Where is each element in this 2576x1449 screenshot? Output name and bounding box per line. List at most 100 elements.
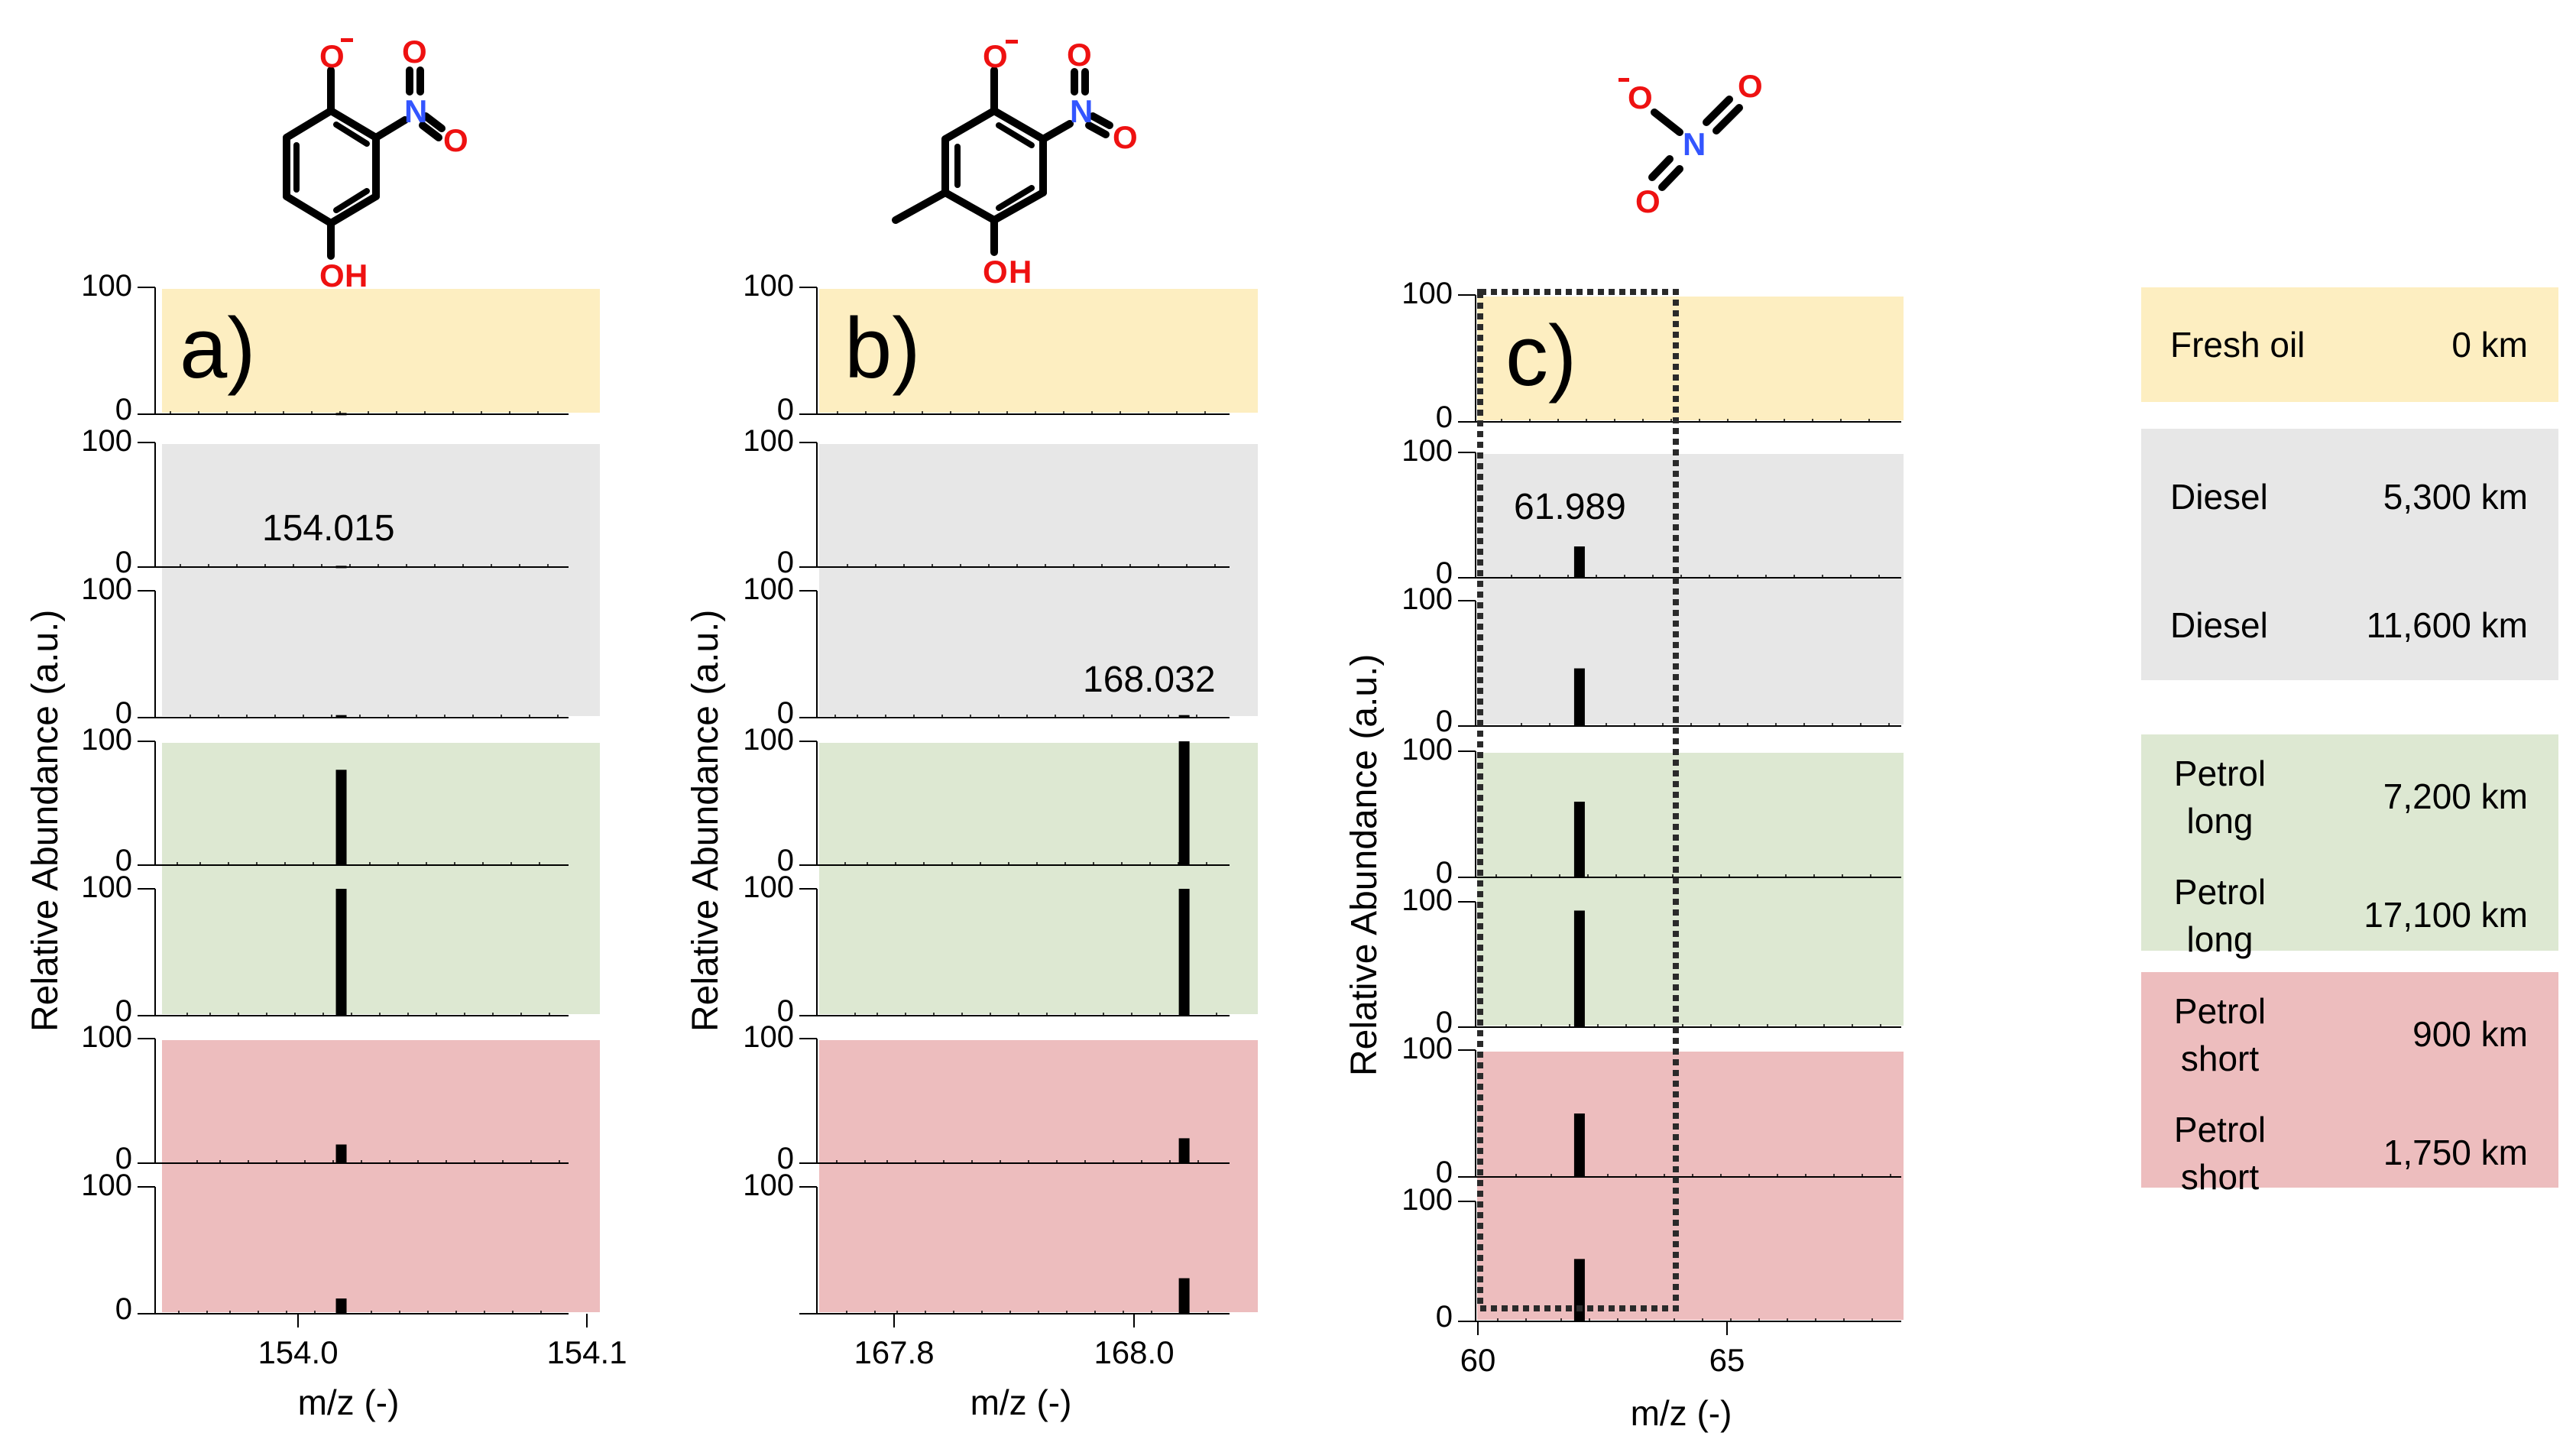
y-tick-100: 100: [743, 572, 794, 606]
y-tick-0: 0: [1435, 856, 1453, 890]
x-tick-label: 154.1: [546, 1334, 627, 1370]
svg-text:O: O: [443, 122, 468, 158]
y-tick-100: 100: [1401, 733, 1453, 767]
peak-mz-annotation: 168.032: [1083, 660, 1216, 700]
molecule-b: O O N O O H: [886, 15, 1177, 290]
x-tick-label: 154.0: [258, 1334, 339, 1370]
svg-text:O: O: [1738, 68, 1763, 104]
y-tick-100: 100: [1401, 582, 1453, 616]
y-tick-0: 0: [1435, 705, 1453, 738]
y-axis-label-b: Relative Abundance (a.u.): [685, 609, 726, 1032]
x-tick-label: 65: [1709, 1342, 1745, 1378]
y-tick-0: 0: [1435, 1006, 1453, 1039]
svg-text:O: O: [1628, 79, 1653, 115]
y-tick-0: 0: [1435, 400, 1453, 434]
sample-band-petrol-short: [1477, 1052, 1904, 1320]
y-tick-100: 100: [1401, 434, 1453, 468]
svg-text:O: O: [319, 38, 345, 74]
sample-band-diesel: [162, 444, 600, 716]
y-tick-100: 100: [743, 1020, 794, 1054]
legend-diesel: Diesel 5,300 km Diesel 11,600 km: [2141, 429, 2558, 680]
x-tick-label: 60: [1460, 1342, 1496, 1378]
svg-text:N: N: [1070, 93, 1093, 129]
y-tick-0: 0: [115, 546, 132, 579]
sample-band-diesel: [819, 444, 1258, 716]
y-tick-100: 100: [81, 572, 132, 606]
panel-letter: c): [1505, 308, 1577, 404]
y-tick-100: 100: [743, 723, 794, 757]
legend-fresh-oil: Fresh oil 0 km: [2141, 287, 2558, 402]
legend-name: Diesel: [2170, 477, 2268, 517]
y-tick-100: 100: [81, 269, 132, 303]
peak-mz-annotation: 154.015: [262, 508, 395, 549]
y-tick-100: 100: [743, 424, 794, 458]
y-tick-0: 0: [776, 696, 794, 730]
y-tick-100: 100: [1401, 883, 1453, 917]
y-tick-100: 100: [743, 1169, 794, 1202]
y-axis-label-a: Relative Abundance (a.u.): [25, 609, 66, 1032]
y-tick-100: 100: [81, 723, 132, 757]
y-tick-0: 0: [1435, 1300, 1453, 1334]
y-axis-label-c: Relative Abundance (a.u.): [1344, 653, 1385, 1076]
x-axis-label-a: m/z (-): [297, 1383, 400, 1422]
legend-name: Petrol long: [2173, 872, 2267, 959]
y-tick-0: 0: [776, 844, 794, 877]
legend-distance: 11,600 km: [2366, 605, 2528, 645]
legend-distance: 5,300 km: [2383, 477, 2528, 517]
sample-band-fresh-oil: [819, 289, 1258, 413]
molecule-a: O O N O O H: [252, 15, 512, 293]
y-tick-100: 100: [1401, 1032, 1453, 1065]
sample-band-petrol-short: [819, 1040, 1258, 1312]
legend-distance: 17,100 km: [2364, 895, 2528, 935]
legend-distance: 7,200 km: [2383, 776, 2528, 816]
y-tick-100: 100: [81, 1020, 132, 1054]
legend-petrol-long: Petrol long 7,200 km Petrol long 17,100 …: [2141, 734, 2558, 959]
y-tick-100: 100: [1401, 1183, 1453, 1217]
highlight-dotted-box: [1477, 289, 1679, 1311]
panel-letter: a): [180, 300, 256, 396]
legend-name: Petrol short: [2173, 1110, 2267, 1197]
x-tick-label: 167.8: [854, 1334, 935, 1370]
svg-text:O: O: [319, 258, 345, 293]
y-tick-0: 0: [776, 393, 794, 426]
y-tick-0: 0: [115, 1292, 132, 1326]
sample-band-petrol-long: [162, 743, 600, 1014]
legend-distance: 1,750 km: [2383, 1133, 2528, 1172]
sample-band-petrol-long: [1477, 753, 1904, 1026]
svg-text:N: N: [1683, 126, 1706, 162]
y-tick-0: 0: [115, 844, 132, 877]
sample-band-petrol-short: [162, 1040, 600, 1312]
y-tick-0: 0: [115, 393, 132, 426]
svg-text:O: O: [402, 34, 427, 70]
x-axis-label-c: m/z (-): [1630, 1393, 1732, 1433]
svg-text:H: H: [345, 258, 368, 293]
x-axis-label-b: m/z (-): [970, 1383, 1072, 1422]
sample-band-fresh-oil: [1477, 297, 1904, 420]
svg-text:O: O: [983, 38, 1008, 74]
svg-text:O: O: [1113, 119, 1138, 155]
y-tick-0: 0: [776, 994, 794, 1028]
x-tick-label: 168.0: [1094, 1334, 1175, 1370]
legend-name: Diesel: [2170, 605, 2268, 645]
legend-name: Petrol short: [2173, 991, 2267, 1078]
y-tick-100: 100: [81, 1169, 132, 1202]
svg-text:O: O: [983, 254, 1008, 290]
y-tick-0: 0: [776, 1142, 794, 1175]
svg-text:O: O: [1635, 183, 1661, 219]
y-tick-0: 0: [1435, 556, 1453, 590]
legend-distance: 0 km: [2451, 325, 2528, 365]
y-tick-0: 0: [115, 994, 132, 1028]
legend-petrol-short: Petrol short 900 km Petrol short 1,750 k…: [2141, 972, 2558, 1197]
y-tick-0: 0: [115, 696, 132, 730]
legend-distance: 900 km: [2412, 1014, 2528, 1054]
legend-name: Fresh oil: [2170, 325, 2305, 365]
y-tick-100: 100: [81, 424, 132, 458]
y-tick-0: 0: [115, 1142, 132, 1175]
y-tick-100: 100: [743, 269, 794, 303]
sample-band-fresh-oil: [162, 289, 600, 413]
svg-text:H: H: [1009, 254, 1032, 290]
legend-name: Petrol long: [2173, 754, 2267, 841]
